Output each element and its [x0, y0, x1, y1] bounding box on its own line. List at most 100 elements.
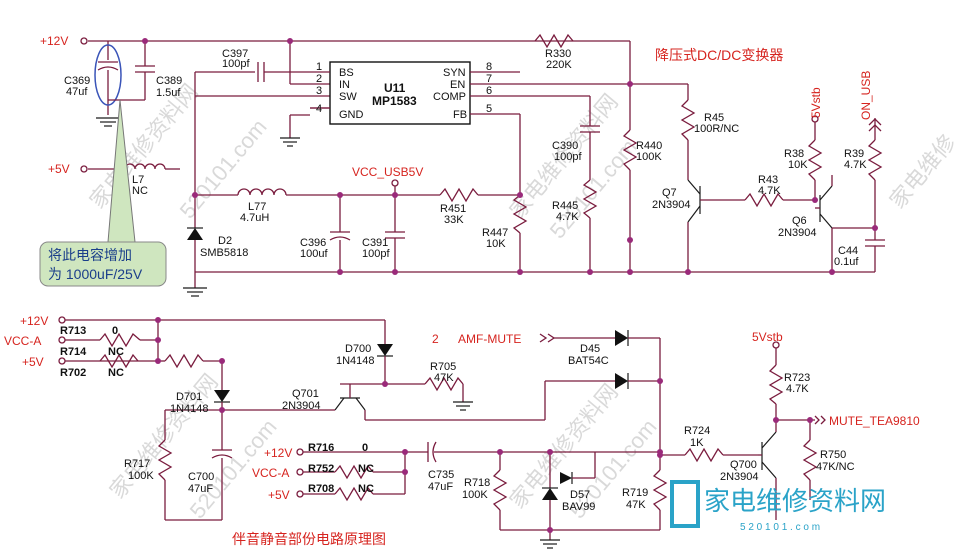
- r451-val: 33K: [444, 214, 464, 226]
- rail-vcca-b1: VCC-A: [4, 334, 41, 348]
- r716-ref: R716: [308, 442, 334, 454]
- pin-fb: FB: [453, 109, 467, 121]
- r752-val: NC: [358, 463, 374, 475]
- r718-val: 100K: [462, 489, 488, 501]
- r719-ref: R719: [622, 487, 648, 499]
- r330-val: 220K: [546, 59, 572, 71]
- r43-val: 4.7K: [758, 185, 781, 197]
- rail-12v-top: +12V: [40, 34, 68, 48]
- rail-5v-b1: +5V: [22, 355, 44, 369]
- rail-5v-b2: +5V: [268, 488, 290, 502]
- c735-val: 47uF: [428, 481, 453, 493]
- r717-val: 100K: [128, 470, 154, 482]
- logo-text: 家电维修资料网: [704, 487, 886, 517]
- l7-val: NC: [132, 185, 148, 197]
- r714-val: NC: [108, 346, 124, 358]
- d2-ref: D2: [218, 235, 232, 247]
- q701-val: 2N3904: [282, 400, 321, 412]
- q6-val: 2N3904: [778, 227, 817, 239]
- label-2: 2: [432, 332, 439, 346]
- r702-val: NC: [108, 367, 124, 379]
- pin-comp: COMP: [433, 91, 466, 103]
- r705-val: 47K: [434, 372, 454, 384]
- r447-ref: R447: [482, 227, 508, 239]
- d2-val: SMB5818: [200, 247, 248, 259]
- r713-ref: R713: [60, 325, 86, 337]
- ic-u11: [329, 61, 471, 125]
- highlight-ellipse: [94, 44, 122, 106]
- pin-5: 5: [486, 103, 492, 115]
- r38-ref: R38: [784, 148, 804, 160]
- r716-val: 0: [362, 442, 368, 454]
- l77-ref: L77: [248, 201, 266, 213]
- r45-ref: R45: [704, 112, 724, 124]
- pin-2: 2: [316, 73, 322, 85]
- bottom-circuit: [58, 316, 826, 549]
- d700-val: 1N4148: [336, 355, 375, 367]
- d57-ref: D57: [570, 489, 590, 501]
- rail-5vstb-top: 5Vstb: [809, 87, 823, 118]
- r330-ref: R330: [545, 48, 571, 60]
- r447-val: 10K: [486, 238, 506, 250]
- c396-val: 100uf: [300, 248, 328, 260]
- rail-vcc-usb: VCC_USB5V: [352, 165, 423, 179]
- top-component-labels: C369 47uf C389 1.5uf C397 100pf R330 220…: [64, 48, 867, 268]
- r750-ref: R750: [820, 449, 846, 461]
- rail-on-usb: ON_USB: [859, 71, 873, 120]
- r705-ref: R705: [430, 361, 456, 373]
- r43-ref: R43: [758, 174, 778, 186]
- q7-ref: Q7: [662, 187, 677, 199]
- r440-val: 100K: [636, 151, 662, 163]
- c391-ref: C391: [362, 237, 388, 249]
- bottom-component-labels: R713 0 R714 NC R702 NC D700 1N4148 R705 …: [60, 325, 855, 513]
- c389-ref: C389: [156, 75, 182, 87]
- d45-val: BAT54C: [568, 355, 609, 367]
- pin-7: 7: [486, 73, 492, 85]
- c369-val: 47uf: [66, 86, 88, 98]
- pin-gnd: GND: [339, 109, 364, 121]
- c44-ref: C44: [838, 245, 858, 257]
- c389-val: 1.5uf: [156, 87, 181, 99]
- r718-ref: R718: [464, 477, 490, 489]
- r445-ref: R445: [552, 200, 578, 212]
- amf-mute-label: AMF-MUTE: [458, 332, 521, 346]
- c397-val: 100pf: [222, 58, 250, 70]
- q6-ref: Q6: [792, 215, 807, 227]
- c391-val: 100pf: [362, 248, 390, 260]
- l77-val: 4.7uH: [240, 212, 269, 224]
- top-title: 降压式DC/DC变换器: [655, 47, 783, 63]
- pin-en: EN: [450, 79, 465, 91]
- l7-ref: L7: [132, 174, 144, 186]
- c369-ref: C369: [64, 75, 90, 87]
- note-line-2: 为 1000uF/25V: [48, 266, 143, 282]
- r39-val: 4.7K: [844, 159, 867, 171]
- d701-val: 1N4148: [170, 403, 209, 415]
- r38-val: 10K: [788, 159, 808, 171]
- r702-ref: R702: [60, 367, 86, 379]
- pin-3: 3: [316, 85, 322, 97]
- r714-ref: R714: [60, 346, 87, 358]
- r717-ref: R717: [124, 458, 150, 470]
- q700-val: 2N3904: [720, 471, 759, 483]
- r708-ref: R708: [308, 483, 334, 495]
- pin-4: 4: [316, 103, 322, 115]
- site-logo: 家电维修资料网 5 2 0 1 0 1 . c o m: [670, 480, 886, 533]
- r719-val: 47K: [626, 499, 646, 511]
- rail-12v-b1: +12V: [20, 314, 48, 328]
- d57-val: BAV99: [562, 501, 595, 513]
- d700-ref: D700: [345, 343, 371, 355]
- c735-ref: C735: [428, 469, 454, 481]
- r750-val: 47K/NC: [816, 461, 855, 473]
- r39-ref: R39: [844, 148, 864, 160]
- svg-text:家电维修: 家电维修: [885, 130, 955, 213]
- pin-6: 6: [486, 85, 492, 97]
- rail-12v-b2: +12V: [264, 446, 292, 460]
- pin-syn: SYN: [443, 67, 466, 79]
- rail-5vstb-b: 5Vstb: [752, 330, 783, 344]
- mute-out-label: MUTE_TEA9810: [829, 414, 920, 428]
- r752-ref: R752: [308, 463, 334, 475]
- pin-sw: SW: [339, 91, 357, 103]
- q700-ref: Q700: [730, 459, 757, 471]
